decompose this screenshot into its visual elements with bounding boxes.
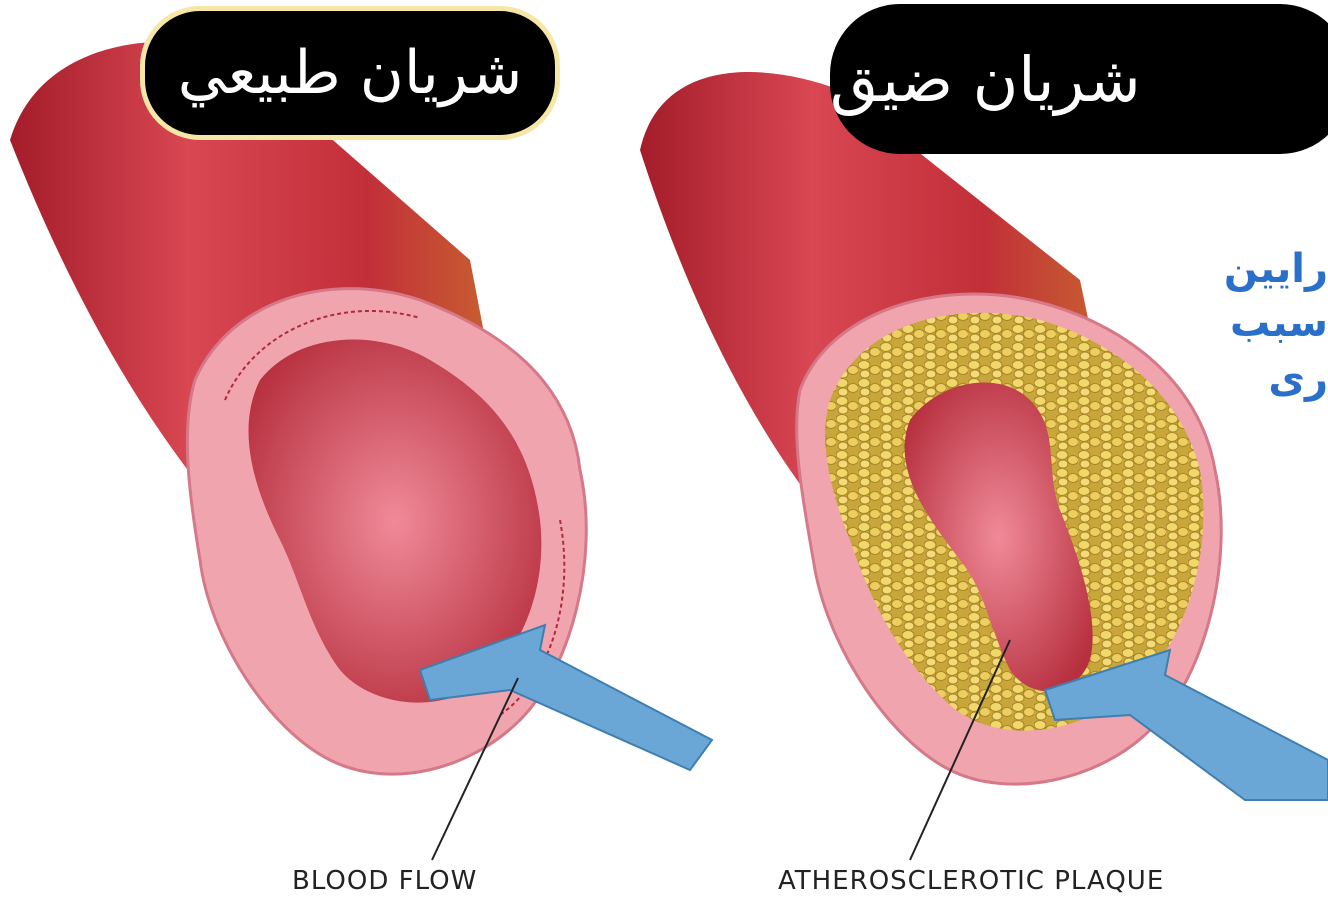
narrowed-artery	[640, 72, 1328, 860]
plaque-caption: ATHEROSCLEROTIC PLAQUE	[778, 866, 1164, 896]
callout-line-2: سبب	[1210, 300, 1328, 346]
callout-line-1: رايين	[1208, 246, 1328, 292]
callout-line-3: رى	[1262, 356, 1328, 402]
blood-flow-caption: BLOOD FLOW	[292, 866, 477, 896]
normal-artery	[10, 42, 712, 860]
narrowed-artery-label: شريان ضيق	[830, 4, 1328, 154]
normal-artery-label: شريان طبيعي	[140, 6, 560, 140]
